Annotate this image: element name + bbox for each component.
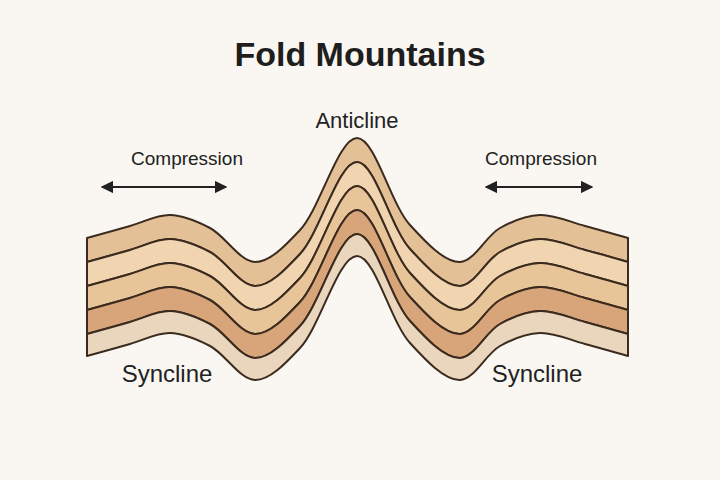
- fold-label: Anticline: [315, 109, 398, 133]
- fold-label: Syncline: [492, 361, 583, 387]
- title: Fold Mountains: [234, 36, 485, 73]
- force-label: Compression: [485, 149, 597, 170]
- rock-layer: [87, 234, 628, 380]
- rock-layers: [87, 138, 628, 380]
- fold-label: Syncline: [122, 361, 213, 387]
- rock-layer: [87, 210, 628, 358]
- force-label: Compression: [131, 149, 243, 170]
- compression-arrow: [102, 186, 226, 188]
- compression-arrow: [486, 186, 592, 188]
